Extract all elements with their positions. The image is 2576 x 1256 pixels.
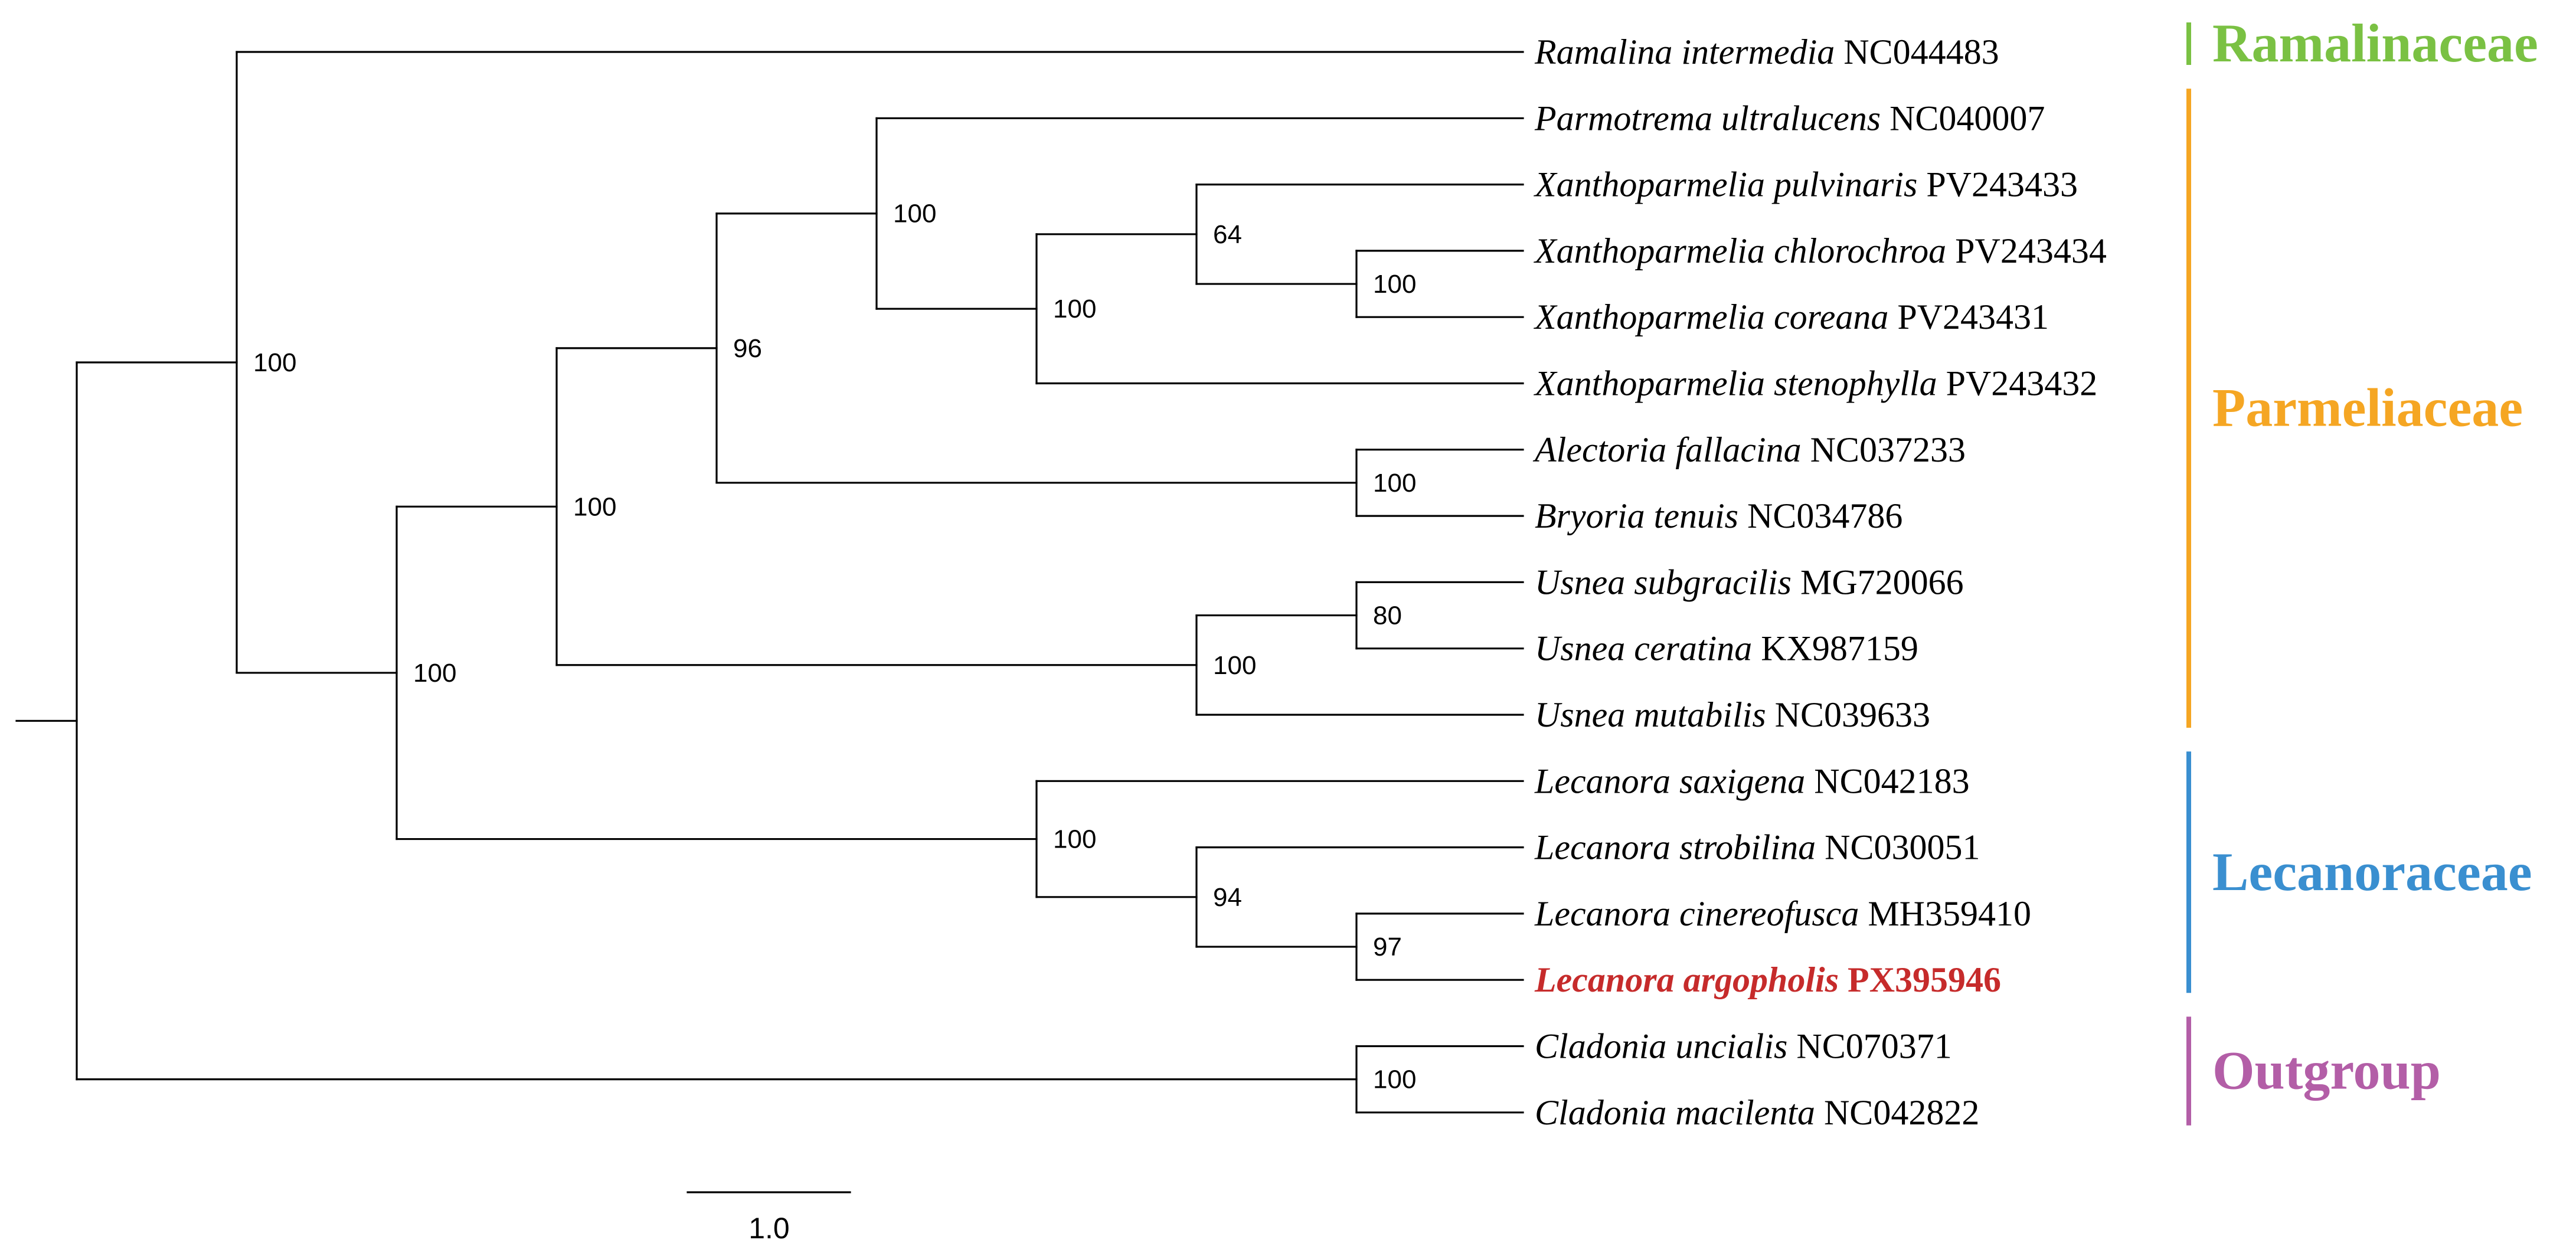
species-name: Parmotrema ultralucens — [1534, 99, 1881, 138]
species-name: Bryoria tenuis — [1535, 496, 1738, 535]
group-label: Outgroup — [2212, 1041, 2441, 1101]
species-name: Cladonia uncialis — [1535, 1027, 1787, 1066]
taxon-label: Usnea subgracilis MG720066 — [1535, 562, 1964, 601]
species-name: Xanthoparmelia pulvinaris — [1534, 165, 1917, 204]
accession-number: NC030051 — [1816, 828, 1980, 867]
bootstrap-value: 100 — [1373, 270, 1416, 299]
taxon-label: Parmotrema ultralucens NC040007 — [1534, 99, 2045, 138]
tree-branches — [15, 51, 1524, 1114]
bootstrap-value: 100 — [413, 659, 456, 688]
group-label: Parmeliaceae — [2212, 378, 2523, 438]
taxon-label: Cladonia macilenta NC042822 — [1535, 1093, 1979, 1132]
species-name: Xanthoparmelia coreana — [1534, 297, 1888, 336]
accession-number: NC042822 — [1815, 1093, 1979, 1132]
bootstrap-value: 100 — [573, 492, 616, 521]
bootstrap-value: 80 — [1373, 601, 1402, 630]
species-name: Lecanora cinereofusca — [1534, 894, 1859, 933]
species-name: Lecanora argopholis — [1534, 960, 1839, 999]
taxon-label: Ramalina intermedia NC044483 — [1534, 32, 1999, 71]
bootstrap-value: 97 — [1373, 933, 1402, 961]
species-name: Lecanora saxigena — [1534, 761, 1805, 800]
accession-number: NC037233 — [1802, 430, 1966, 469]
taxon-label: Xanthoparmelia stenophylla PV243432 — [1534, 364, 2097, 403]
taxon-label: Alectoria fallacina NC037233 — [1532, 430, 1966, 469]
bootstrap-value: 64 — [1213, 220, 1242, 249]
accession-number: NC070371 — [1787, 1027, 1951, 1066]
species-name: Usnea subgracilis — [1535, 562, 1792, 601]
accession-number: NC040007 — [1881, 99, 2045, 138]
bootstrap-value: 94 — [1213, 883, 1242, 912]
species-name: Alectoria fallacina — [1532, 430, 1802, 469]
scale-bar-label: 1.0 — [748, 1212, 790, 1245]
bootstrap-value: 96 — [733, 334, 762, 363]
taxon-label: Lecanora saxigena NC042183 — [1534, 761, 1970, 800]
bootstrap-value: 100 — [893, 199, 936, 228]
taxon-label: Bryoria tenuis NC034786 — [1535, 496, 1902, 535]
accession-number: MH359410 — [1859, 894, 2031, 933]
accession-number: PV243432 — [1937, 364, 2098, 403]
taxon-label: Usnea mutabilis NC039633 — [1535, 695, 1930, 734]
taxon-label: Xanthoparmelia coreana PV243431 — [1534, 297, 2049, 336]
scale-bar: 1.0 — [687, 1191, 851, 1245]
accession-number: NC034786 — [1738, 496, 1902, 535]
bootstrap-value: 100 — [1373, 1065, 1416, 1094]
species-name: Lecanora strobilina — [1534, 828, 1816, 867]
species-name: Xanthoparmelia chlorochroa — [1534, 231, 1946, 270]
taxon-label-highlighted: Lecanora argopholis PX395946 — [1534, 960, 2001, 999]
accession-number: NC044483 — [1835, 32, 1999, 71]
taxon-label: Xanthoparmelia chlorochroa PV243434 — [1534, 231, 2107, 270]
group-label: Lecanoraceae — [2212, 842, 2532, 902]
species-name: Usnea mutabilis — [1535, 695, 1766, 734]
species-name: Cladonia macilenta — [1535, 1093, 1815, 1132]
taxon-label: Lecanora strobilina NC030051 — [1534, 828, 1980, 867]
bootstrap-value: 100 — [253, 348, 296, 377]
bootstrap-value: 100 — [1373, 469, 1416, 498]
species-name: Ramalina intermedia — [1534, 32, 1835, 71]
accession-number: PX395946 — [1839, 960, 2001, 999]
taxon-label: Usnea ceratina KX987159 — [1535, 629, 1918, 668]
group-label: Ramalinaceae — [2212, 13, 2538, 73]
bootstrap-value: 100 — [1213, 651, 1256, 680]
bootstrap-value: 100 — [1053, 825, 1096, 854]
accession-number: NC042183 — [1805, 761, 1969, 800]
accession-number: PV243433 — [1917, 165, 2078, 204]
family-groups: RamalinaceaeParmeliaceaeLecanoraceaeOutg… — [2186, 13, 2538, 1126]
accession-number: MG720066 — [1792, 562, 1964, 601]
taxon-label: Lecanora cinereofusca MH359410 — [1534, 894, 2031, 933]
accession-number: PV243431 — [1888, 297, 2049, 336]
taxon-label: Xanthoparmelia pulvinaris PV243433 — [1534, 165, 2078, 204]
bootstrap-value: 100 — [1053, 295, 1096, 323]
species-name: Xanthoparmelia stenophylla — [1534, 364, 1937, 403]
accession-number: KX987159 — [1752, 629, 1918, 668]
taxon-label: Cladonia uncialis NC070371 — [1535, 1027, 1952, 1066]
bootstrap-support-values: 100 100 100 96 100 100 64 100 100 100 80 100 94 97 100 — [253, 199, 1416, 1094]
accession-number: NC039633 — [1766, 695, 1930, 734]
accession-number: PV243434 — [1946, 231, 2107, 270]
species-name: Usnea ceratina — [1535, 629, 1752, 668]
